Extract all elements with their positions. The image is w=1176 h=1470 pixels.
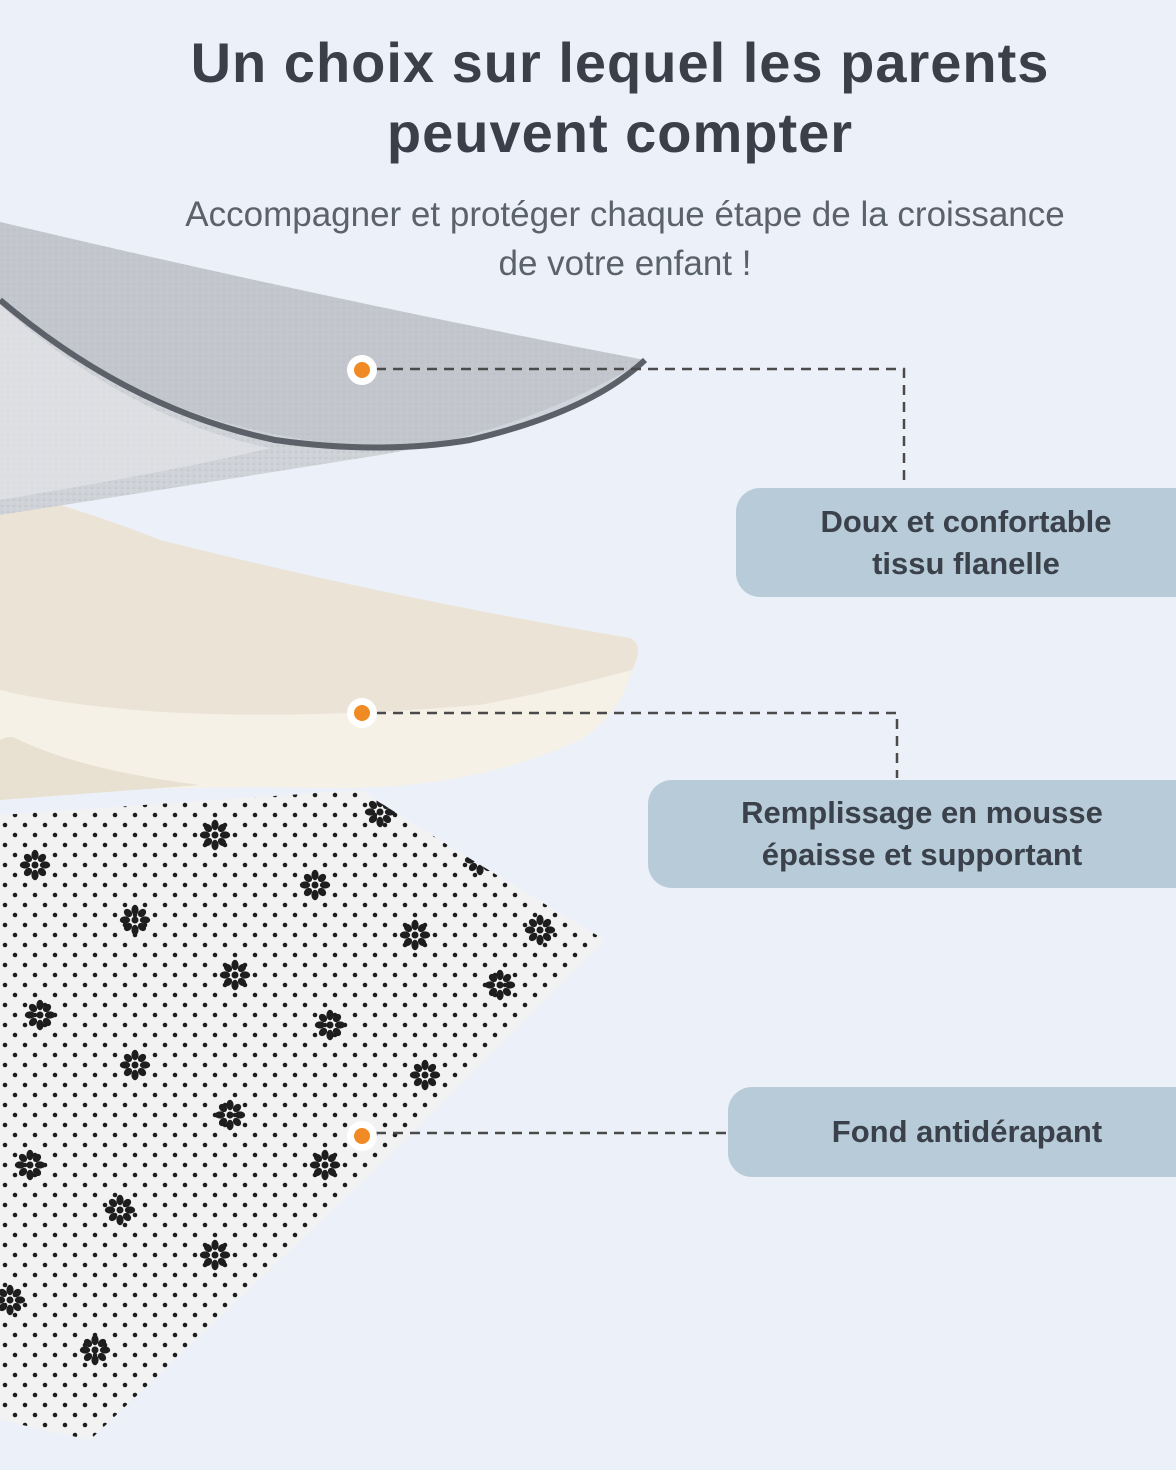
flannel-layer (0, 222, 648, 515)
marker-flannel (347, 355, 377, 385)
header: Un choix sur lequel les parents peuvent … (0, 0, 1176, 300)
marker-foam (347, 698, 377, 728)
callout-foam-label: Remplissage en mousse épaisse et support… (741, 795, 1103, 872)
leader-line-foam (376, 711, 899, 778)
leader-lines (376, 367, 906, 1135)
callout-foam: Remplissage en mousse épaisse et support… (648, 780, 1176, 888)
anti-slip-layer (0, 790, 605, 1440)
callout-anti-slip: Fond antidérapant (728, 1087, 1176, 1177)
leader-line-flannel (376, 367, 906, 486)
callout-anti-slip-label: Fond antidérapant (831, 1114, 1103, 1149)
callout-flannel-label: Doux et confortable tissu flanelle (820, 503, 1112, 581)
marker-anti-slip (347, 1121, 377, 1151)
page-subtitle: Accompagner et protéger chaque étape de … (185, 195, 1065, 283)
page-title: Un choix sur lequel les parents peuvent … (190, 31, 1050, 164)
callout-flannel: Doux et confortable tissu flanelle (736, 488, 1176, 597)
foam-layer (0, 505, 639, 800)
